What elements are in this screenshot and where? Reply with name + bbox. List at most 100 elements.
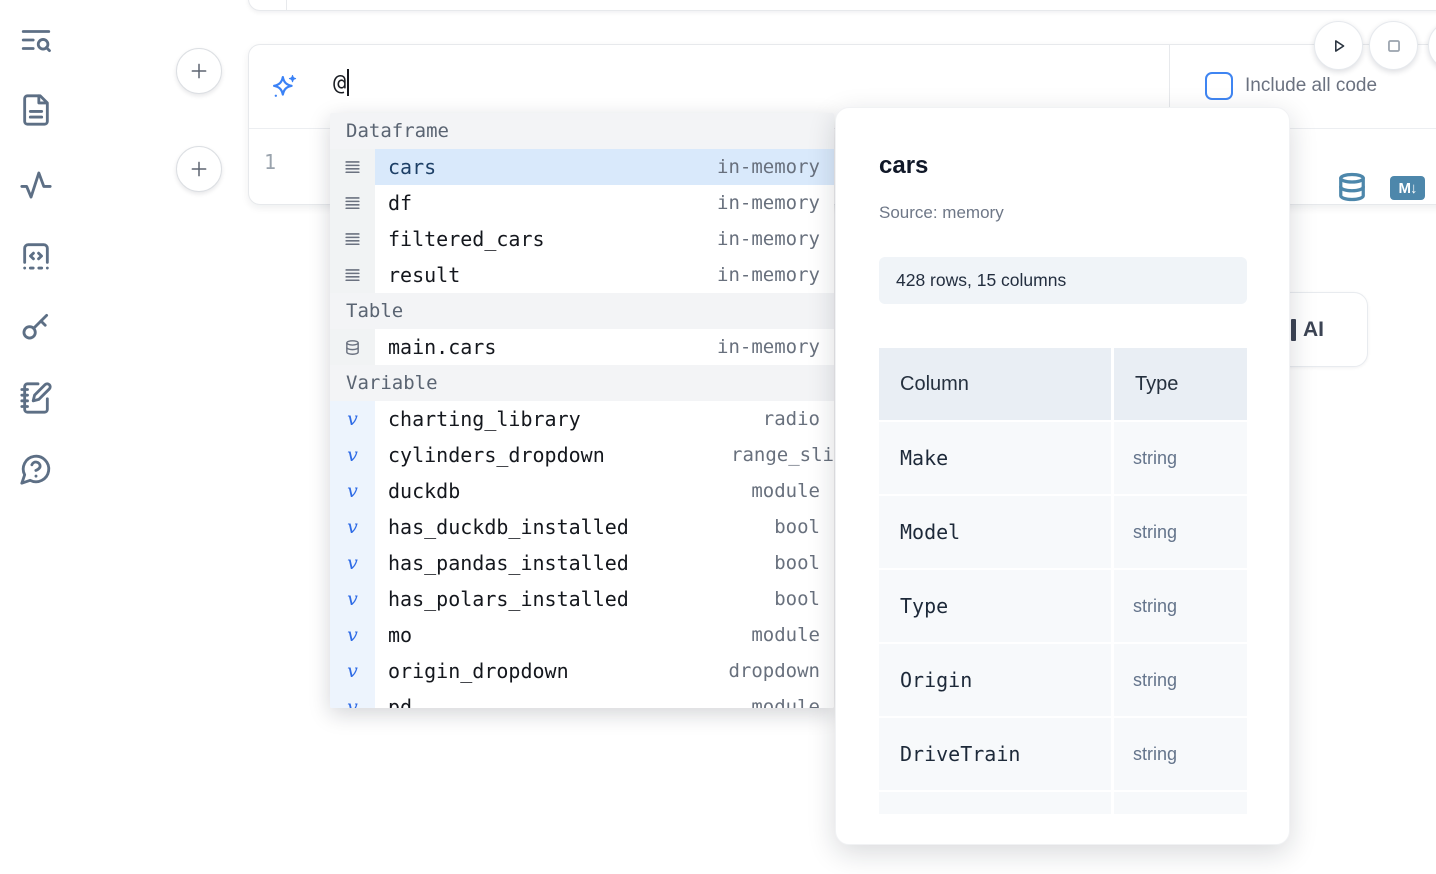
autocomplete-item-body: origin_dropdown dropdown bbox=[375, 653, 834, 689]
schema-type-cell: string bbox=[1114, 718, 1247, 790]
stop-cell-button[interactable] bbox=[1369, 21, 1418, 70]
text-cursor bbox=[347, 69, 350, 96]
preview-title: cars bbox=[879, 152, 929, 179]
type-header: Type bbox=[1114, 348, 1247, 420]
completion-type: range_sli bbox=[731, 444, 834, 466]
completion-type: in-memory bbox=[717, 228, 820, 250]
code-editor-row[interactable]: 1 M↓ bbox=[249, 129, 1436, 205]
text-search-icon[interactable] bbox=[19, 23, 53, 57]
completion-name: result bbox=[388, 263, 461, 287]
sparkles-ai-icon bbox=[270, 73, 298, 101]
add-cell-above-button[interactable] bbox=[176, 48, 222, 94]
schema-column-cell-partial bbox=[879, 792, 1111, 814]
autocomplete-item[interactable]: df in-memory bbox=[330, 185, 834, 221]
completion-name: cylinders_dropdown bbox=[388, 443, 605, 467]
activity-icon[interactable] bbox=[19, 168, 53, 202]
completion-name: origin_dropdown bbox=[388, 659, 569, 683]
dataframe-icon bbox=[330, 149, 375, 185]
autocomplete-section-header: Table bbox=[330, 293, 834, 329]
add-cell-below-button[interactable] bbox=[176, 146, 222, 192]
completion-name: has_polars_installed bbox=[388, 587, 629, 611]
stop-square-icon bbox=[1387, 39, 1400, 52]
completion-type: dropdown bbox=[728, 660, 820, 682]
ai-prompt-value: @ bbox=[333, 71, 347, 96]
clipped-letter-stub bbox=[1291, 318, 1296, 341]
variable-icon: v bbox=[330, 401, 375, 437]
plus-icon bbox=[191, 161, 207, 177]
file-text-icon[interactable] bbox=[19, 93, 53, 127]
variable-icon: v bbox=[330, 653, 375, 689]
completion-type: in-memory bbox=[717, 192, 820, 214]
ai-button-label: AI bbox=[1303, 317, 1324, 341]
ai-panel-divider bbox=[1169, 45, 1170, 127]
markdown-export-icon[interactable]: M↓ bbox=[1390, 176, 1425, 200]
completion-name: df bbox=[388, 191, 413, 215]
previous-cell-edge bbox=[248, 0, 1436, 11]
notebook-pen-icon[interactable] bbox=[19, 381, 53, 415]
variable-icon: v bbox=[330, 473, 375, 509]
completion-name: cars bbox=[388, 155, 437, 179]
autocomplete-item[interactable]: v has_duckdb_installed bool bbox=[330, 509, 834, 545]
schema-type-cell-label: string bbox=[1133, 522, 1178, 542]
include-all-code-toggle[interactable]: Include all code bbox=[1205, 72, 1377, 100]
autocomplete-item[interactable]: v origin_dropdown dropdown bbox=[330, 653, 834, 689]
completion-type: bool bbox=[774, 588, 820, 610]
code-snippets-icon[interactable] bbox=[19, 239, 53, 273]
schema-type-cell-partial bbox=[1114, 792, 1247, 814]
completion-name: pd bbox=[388, 695, 413, 708]
schema-column-cell-label: Origin bbox=[900, 668, 973, 692]
column-header: Column bbox=[879, 348, 1111, 420]
variable-icon: v bbox=[330, 509, 375, 545]
schema-column-cell-label: DriveTrain bbox=[900, 742, 1021, 766]
dataframe-icon bbox=[330, 185, 375, 221]
schema-column-cell-label: Model bbox=[900, 520, 961, 544]
autocomplete-item[interactable]: v has_polars_installed bool bbox=[330, 581, 834, 617]
autocomplete-item[interactable]: v cylinders_dropdown range_sli bbox=[330, 437, 834, 473]
ai-prompt-input[interactable]: @ bbox=[333, 69, 350, 96]
schema-column-cell: Origin bbox=[879, 644, 1111, 716]
schema-column-cell: Model bbox=[879, 496, 1111, 568]
completion-name: has_pandas_installed bbox=[388, 551, 629, 575]
preview-source: Source: memory bbox=[879, 203, 1004, 222]
shape-badge: 428 rows, 15 columns bbox=[879, 257, 1247, 304]
schema-type-cell-label: string bbox=[1133, 596, 1178, 616]
variable-icon: v bbox=[330, 437, 375, 473]
schema-type-cell: string bbox=[1114, 422, 1247, 494]
completion-type: module bbox=[751, 696, 820, 708]
schema-type-cell: string bbox=[1114, 496, 1247, 568]
variable-icon: v bbox=[330, 545, 375, 581]
column-header-label: Column bbox=[900, 373, 969, 395]
schema-column-cell-label: Make bbox=[900, 446, 949, 470]
key-icon[interactable] bbox=[19, 309, 53, 343]
schema-type-cell-label: string bbox=[1133, 670, 1178, 690]
completion-name: duckdb bbox=[388, 479, 461, 503]
completion-type: bool bbox=[774, 516, 820, 538]
schema-type-cell: string bbox=[1114, 644, 1247, 716]
completion-name: charting_library bbox=[388, 407, 581, 431]
help-chat-icon[interactable] bbox=[19, 452, 53, 486]
database-icon[interactable] bbox=[1337, 171, 1367, 203]
autocomplete-item-body: pd module bbox=[375, 689, 834, 708]
include-all-code-label: Include all code bbox=[1245, 75, 1378, 96]
line-number: 1 bbox=[264, 150, 277, 174]
run-cell-button[interactable] bbox=[1314, 21, 1363, 70]
include-all-code-checkbox[interactable] bbox=[1205, 72, 1233, 100]
variable-icon: v bbox=[330, 689, 375, 708]
completion-name: has_duckdb_installed bbox=[388, 515, 629, 539]
variable-icon: v bbox=[330, 581, 375, 617]
